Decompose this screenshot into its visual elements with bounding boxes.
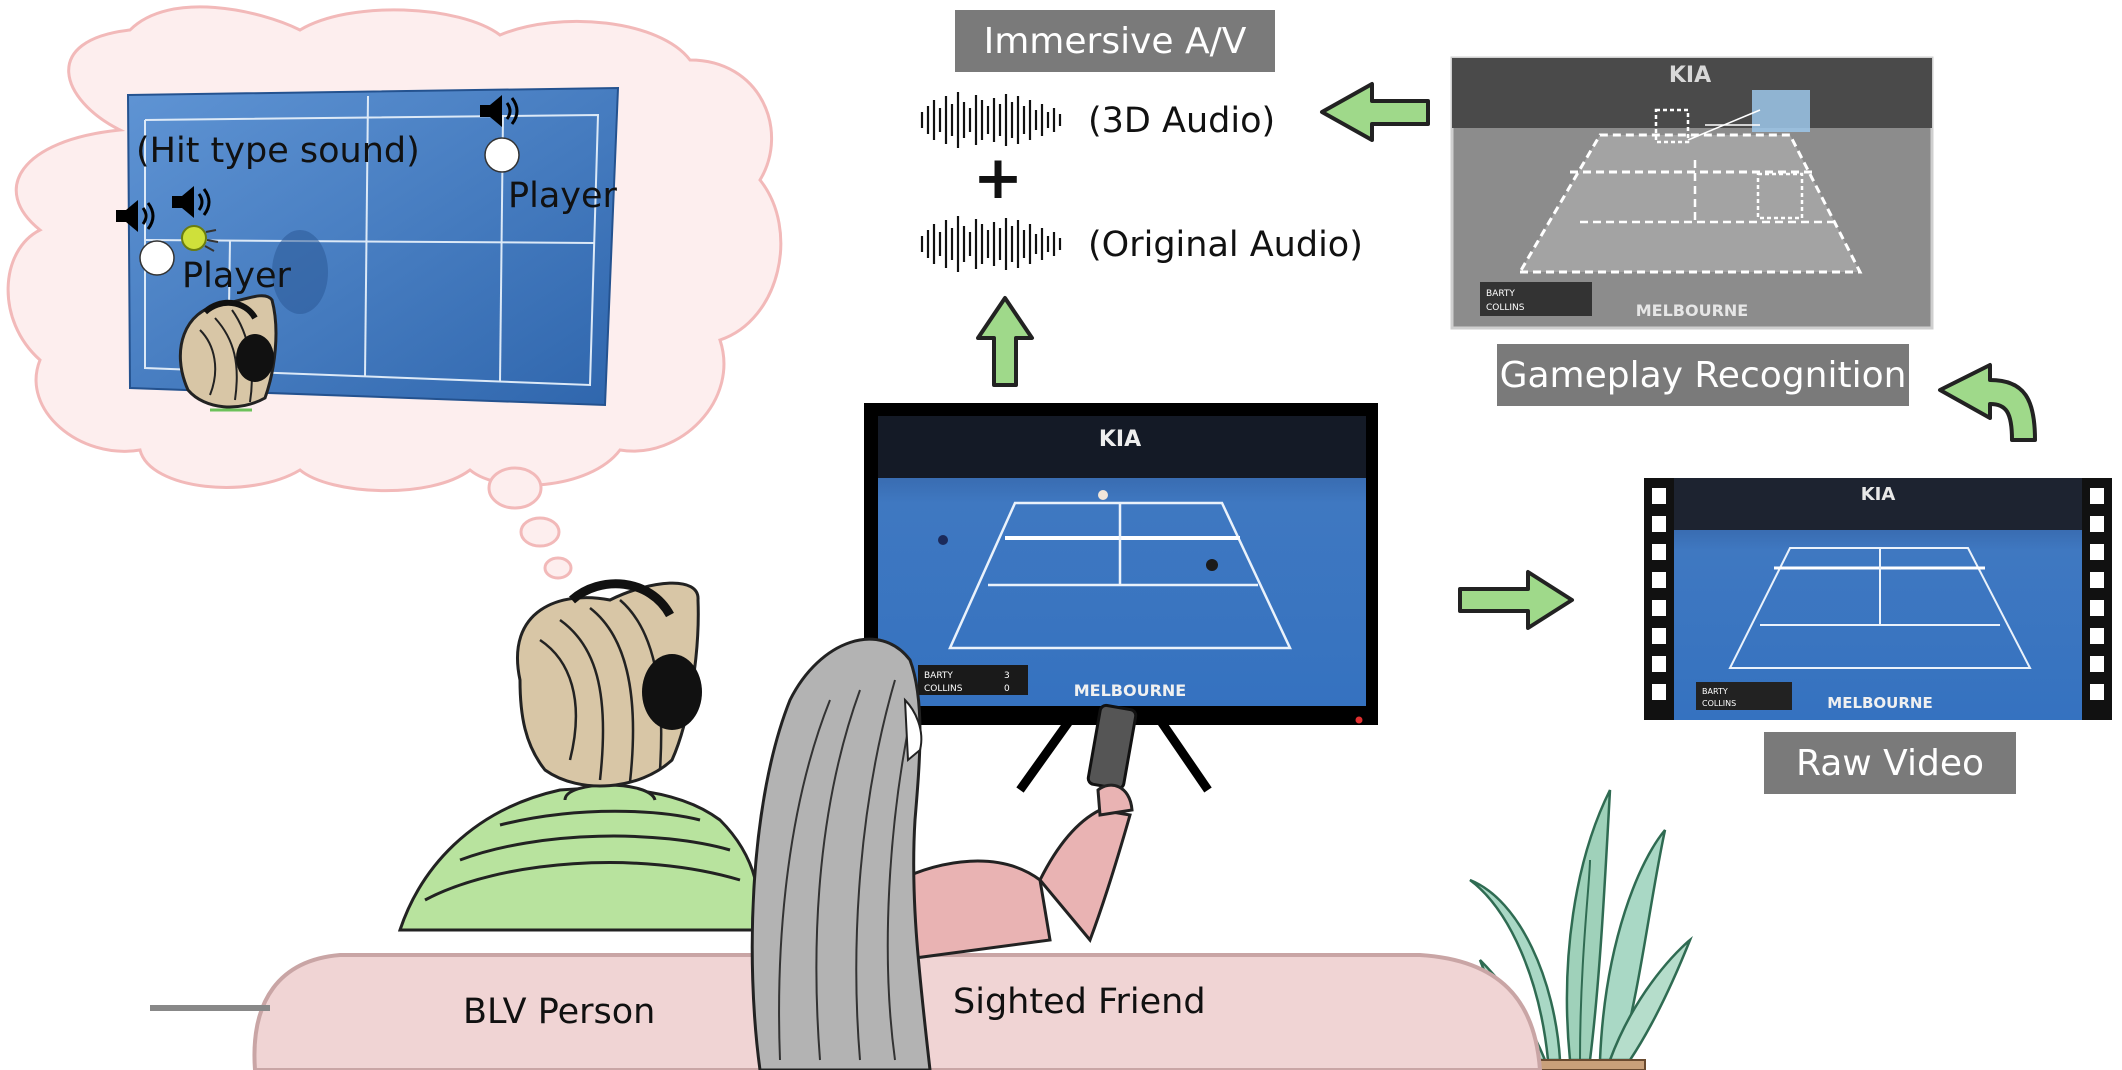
near-player-marker (139, 240, 175, 276)
raw-video-label-box (1764, 732, 2016, 794)
gameplay-score-name-2: COLLINS (1486, 303, 1525, 313)
immersive-label: Immersive A/V (984, 21, 1247, 62)
raw-video-filmstrip: KIA MELBOURNE BARTY COLLINS (1644, 478, 2112, 720)
gameplay-recognition-frame: KIA MELBOURNE BARTY COLLINS (1450, 56, 1934, 330)
raw-venue-text: MELBOURNE (1827, 694, 1932, 712)
waveform-original-icon (920, 216, 1062, 272)
blv-person (397, 579, 762, 932)
gameplay-label-box (1497, 344, 1909, 406)
raw-score-name-2: COLLINS (1702, 699, 1736, 708)
audio-original-label: (Original Audio) (1088, 225, 1363, 265)
film-sprockets (1652, 488, 2104, 700)
sighted-friend (750, 637, 1138, 1070)
television: KIA MELBOURNE BARTY COLLINS 3 0 (864, 403, 1378, 793)
arrow-tv-to-immersive-icon (976, 296, 1034, 387)
near-player-label: Player (182, 256, 292, 296)
tv-score-name-2: COLLINS (924, 684, 963, 694)
tv-venue-text: MELBOURNE (1074, 681, 1186, 700)
waveform-3d-icon (920, 92, 1062, 148)
speaker-icon (172, 186, 211, 218)
arrow-raw-to-gameplay-icon (1938, 363, 2037, 442)
hit-sound-icons (116, 95, 519, 232)
plus-sign: + (973, 143, 1023, 213)
blv-person-label: BLV Person (463, 992, 655, 1032)
hit-type-sound-label: (Hit type sound) (136, 131, 420, 171)
ball-marker (181, 225, 207, 251)
raw-brand-banner: KIA (1861, 484, 1896, 505)
gameplay-label: Gameplay Recognition (1500, 355, 1907, 396)
audio-3d-label: (3D Audio) (1088, 101, 1275, 141)
arrow-to-immersive-icon (1320, 82, 1430, 142)
speaker-icon (116, 200, 155, 232)
gameplay-score-name-1: BARTY (1486, 289, 1515, 299)
brand-banner: KIA (1669, 63, 1711, 88)
tv-score-name-1: BARTY (924, 671, 953, 681)
speaker-icon (480, 95, 519, 127)
tv-score-set-2: 0 (1004, 684, 1010, 694)
raw-score-name-1: BARTY (1702, 687, 1728, 696)
gameplay-venue-text: MELBOURNE (1636, 301, 1748, 320)
sighted-friend-label: Sighted Friend (953, 982, 1206, 1022)
far-player-marker (484, 137, 520, 173)
arrow-tv-to-raw-icon (1458, 570, 1574, 630)
tv-score-set-1: 3 (1004, 671, 1010, 681)
tv-brand-banner: KIA (1099, 427, 1141, 452)
raw-video-label: Raw Video (1796, 743, 1984, 784)
immersive-label-box (955, 10, 1275, 72)
immersive-av-group: Immersive A/V (3D Audio) + (920, 10, 1363, 272)
far-player-label: Player (508, 176, 618, 216)
listener-head-icon (178, 294, 278, 412)
